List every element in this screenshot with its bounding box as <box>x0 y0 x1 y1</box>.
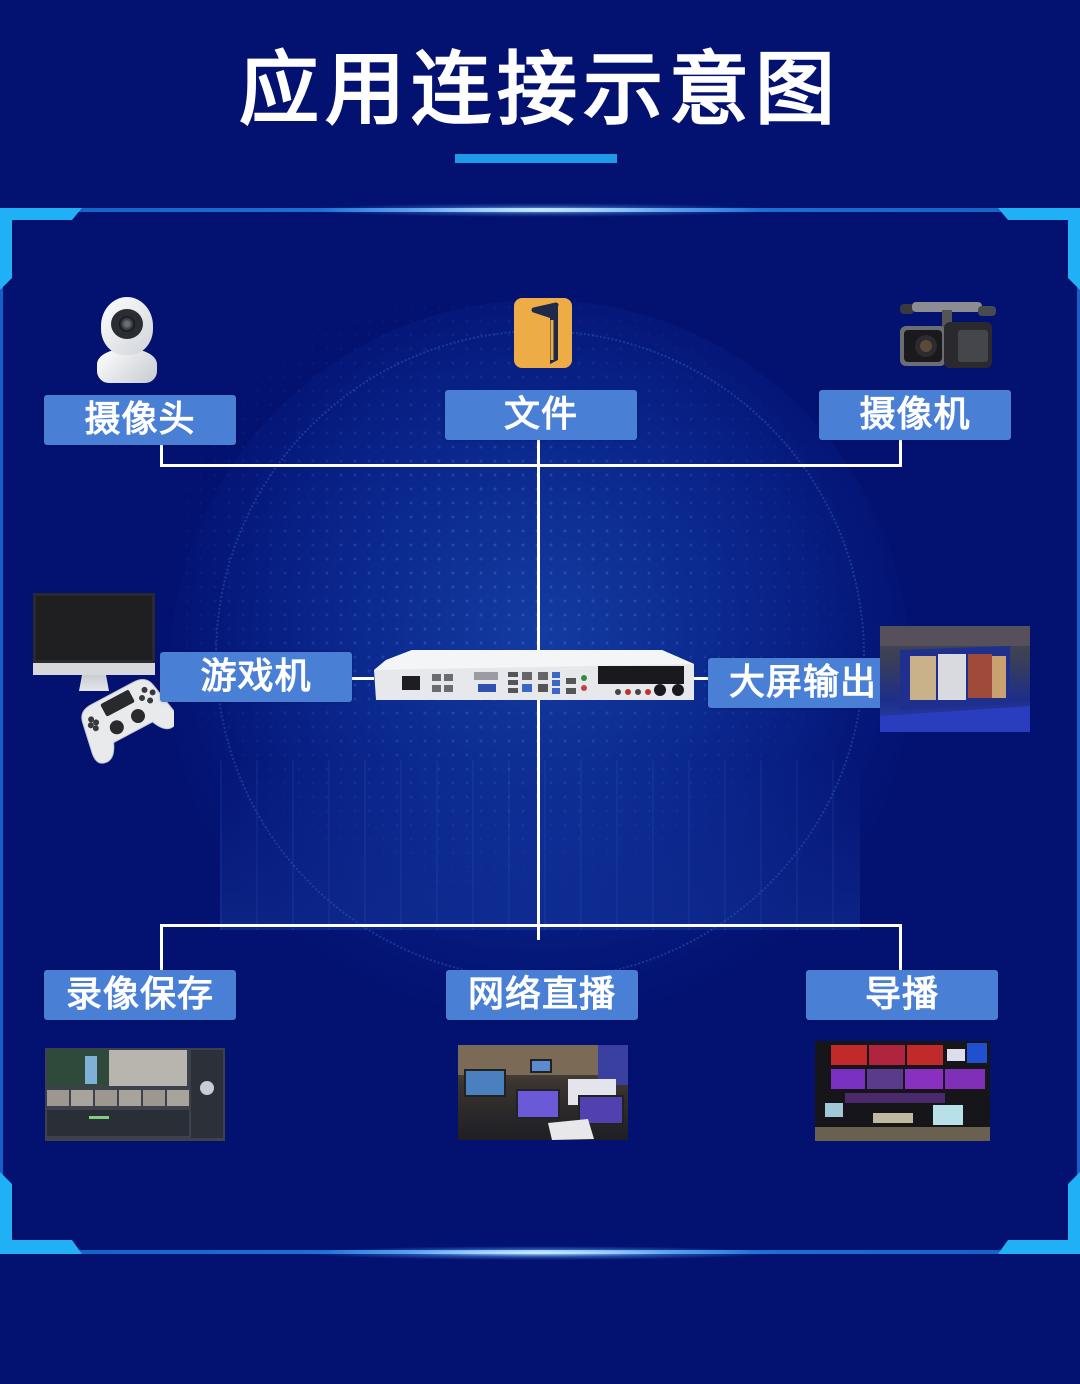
label-file: 文件 <box>445 390 637 440</box>
server-appliance-icon <box>372 648 696 702</box>
connector-game-console <box>350 677 374 680</box>
frame-corner-bottom-right-icon <box>998 1172 1080 1254</box>
security-camera-icon <box>97 297 157 385</box>
connector-bottom-bus <box>160 924 902 927</box>
frame-left-line <box>0 212 3 1252</box>
label-security-camera: 摄像头 <box>44 395 236 445</box>
connector-large-screen <box>694 677 710 680</box>
city-skyline-background <box>220 760 860 930</box>
connector-camcorder-down <box>899 440 902 467</box>
label-recording-storage: 录像保存 <box>44 970 236 1020</box>
connector-recording-down <box>160 924 163 972</box>
label-large-screen-output: 大屏输出 <box>708 658 898 708</box>
live-streaming-setup-photo <box>458 1045 628 1140</box>
label-game-console: 游戏机 <box>160 652 352 702</box>
large-screen-storefront-photo <box>880 626 1030 732</box>
frame-corner-bottom-left-icon <box>0 1172 82 1254</box>
camcorder-icon <box>898 300 998 372</box>
title-accent-bar <box>455 154 617 163</box>
page-title: 应用连接示意图 <box>239 43 841 136</box>
connector-director-down <box>899 924 902 972</box>
game-console-icon <box>78 672 178 766</box>
frame-corner-top-left-icon <box>0 208 82 290</box>
frame-top-glow <box>300 203 780 217</box>
file-icon <box>514 298 572 368</box>
broadcast-control-room-photo <box>815 1041 990 1141</box>
frame-bottom-glow <box>300 1246 780 1260</box>
label-director: 导播 <box>806 970 998 1020</box>
label-live-streaming: 网络直播 <box>446 970 638 1020</box>
recording-software-screenshot <box>45 1048 225 1141</box>
connector-camera-down <box>160 440 163 467</box>
frame-right-line <box>1077 212 1080 1252</box>
monitor-icon <box>33 593 155 693</box>
connector-top-bus <box>160 464 902 467</box>
frame-corner-top-right-icon <box>998 208 1080 290</box>
label-camcorder: 摄像机 <box>819 390 1011 440</box>
